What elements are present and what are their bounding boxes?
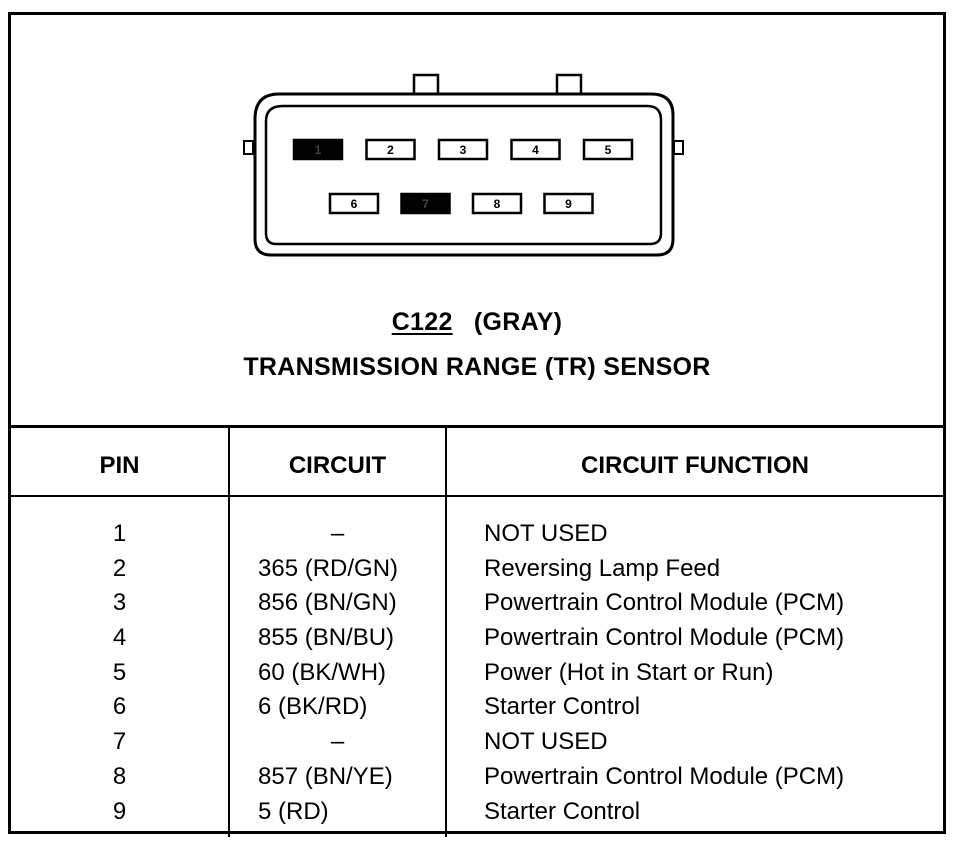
pin-cavity-7 <box>400 192 451 215</box>
pin-cavity-label: 7 <box>422 197 429 211</box>
circuit-function: Powertrain Control Module (PCM) <box>484 589 845 617</box>
pin-cavity-5 <box>582 138 634 161</box>
connector-color: (GRAY) <box>473 308 563 336</box>
column-header-circuit-function: CIRCUIT FUNCTION <box>581 452 809 479</box>
circuit-function: Starter Control <box>484 797 641 825</box>
circuit-id: 855 (BN/BU) <box>258 624 395 652</box>
circuit-id: 6 (BK/RD) <box>258 693 368 721</box>
connector-face-diagram: 1 2 3 4 5 6 7 8 9 <box>243 73 684 257</box>
table-row: 1 – NOT USED <box>11 517 943 552</box>
pin-cavity-label: 3 <box>460 143 467 157</box>
circuit-function: Powertrain Control Module (PCM) <box>484 624 845 652</box>
connector-chart-frame: 1 2 3 4 5 6 7 8 9 C122 (GRAY) TRANSMISSION RANGE… <box>8 12 946 837</box>
pin-number: 4 <box>112 624 127 652</box>
table-row: 8 857 (BN/YE) Powertrain Control Module … <box>11 760 943 795</box>
table-row: 7 – NOT USED <box>11 725 943 760</box>
column-divider <box>445 425 447 837</box>
circuit-id: 365 (RD/GN) <box>258 554 399 582</box>
circuit-function: Power (Hot in Start or Run) <box>484 658 774 686</box>
circuit-id: – <box>330 728 345 756</box>
connector-id: C122 <box>391 308 453 336</box>
pin-cavity-9 <box>543 192 594 215</box>
circuit-id: 60 (BK/WH) <box>258 658 387 686</box>
circuit-function: Reversing Lamp Feed <box>484 554 721 582</box>
table-row: 9 5 (RD) Starter Control <box>11 795 943 830</box>
table-row: 6 6 (BK/RD) Starter Control <box>11 690 943 725</box>
pin-number: 8 <box>112 762 127 790</box>
pin-number: 6 <box>112 693 127 721</box>
table-row: 5 60 (BK/WH) Power (Hot in Start or Run) <box>11 656 943 691</box>
connector-diagram-panel: 1 2 3 4 5 6 7 8 9 C122 (GRAY) TRANSMISSION RANGE… <box>11 15 943 425</box>
pin-number: 5 <box>112 658 127 686</box>
pinout-table-body: 1 – NOT USED 2 365 (RD/GN) Reversing Lam… <box>11 517 943 829</box>
circuit-function: NOT USED <box>484 728 608 756</box>
pin-cavity-label: 6 <box>351 197 358 211</box>
connector-side-nub-left <box>243 140 254 155</box>
pin-number: 9 <box>112 797 127 825</box>
pin-number: 1 <box>112 520 127 547</box>
pin-cavity-label: 2 <box>387 143 394 157</box>
circuit-id: 856 (BN/GN) <box>258 589 397 617</box>
circuit-function: Powertrain Control Module (PCM) <box>484 762 845 790</box>
section-divider <box>11 425 943 428</box>
table-row: 4 855 (BN/BU) Powertrain Control Module … <box>11 621 943 656</box>
circuit-function: Starter Control <box>484 693 641 721</box>
pin-cavity-label: 8 <box>494 197 501 211</box>
circuit-id: 5 (RD) <box>258 797 329 825</box>
pin-number: 2 <box>112 554 127 582</box>
connector-lock-tab-left <box>412 73 440 95</box>
header-divider <box>11 495 943 497</box>
table-row: 2 365 (RD/GN) Reversing Lamp Feed <box>11 552 943 587</box>
pin-cavity-6 <box>328 192 380 215</box>
pin-number: 7 <box>112 728 127 756</box>
pin-cavity-label: 4 <box>532 143 539 157</box>
connector-housing-outer <box>253 92 675 257</box>
pin-cavity-1 <box>292 138 344 161</box>
circuit-function: NOT USED <box>484 520 608 547</box>
pin-cavity-label: 9 <box>565 197 572 211</box>
pin-cavity-label: 1 <box>315 143 322 157</box>
column-header-pin: PIN <box>99 452 140 479</box>
table-row: 3 856 (BN/GN) Powertrain Control Module … <box>11 586 943 621</box>
connector-title: C122 (GRAY) <box>11 308 943 337</box>
pin-cavity-4 <box>510 138 561 161</box>
circuit-id: – <box>330 520 345 547</box>
connector-lock-tab-right <box>555 73 583 95</box>
sensor-name: TRANSMISSION RANGE (TR) SENSOR <box>243 353 711 381</box>
pin-number: 3 <box>112 589 127 617</box>
pin-cavity-8 <box>471 192 523 215</box>
connector-side-nub-right <box>673 140 684 155</box>
pin-cavity-label: 5 <box>605 143 612 157</box>
pin-cavity-2 <box>365 138 416 161</box>
circuit-id: 857 (BN/YE) <box>258 762 393 790</box>
connector-housing-inner <box>264 104 663 246</box>
column-divider <box>228 425 230 837</box>
column-header-circuit: CIRCUIT <box>288 452 387 479</box>
pin-cavity-3 <box>437 138 489 161</box>
